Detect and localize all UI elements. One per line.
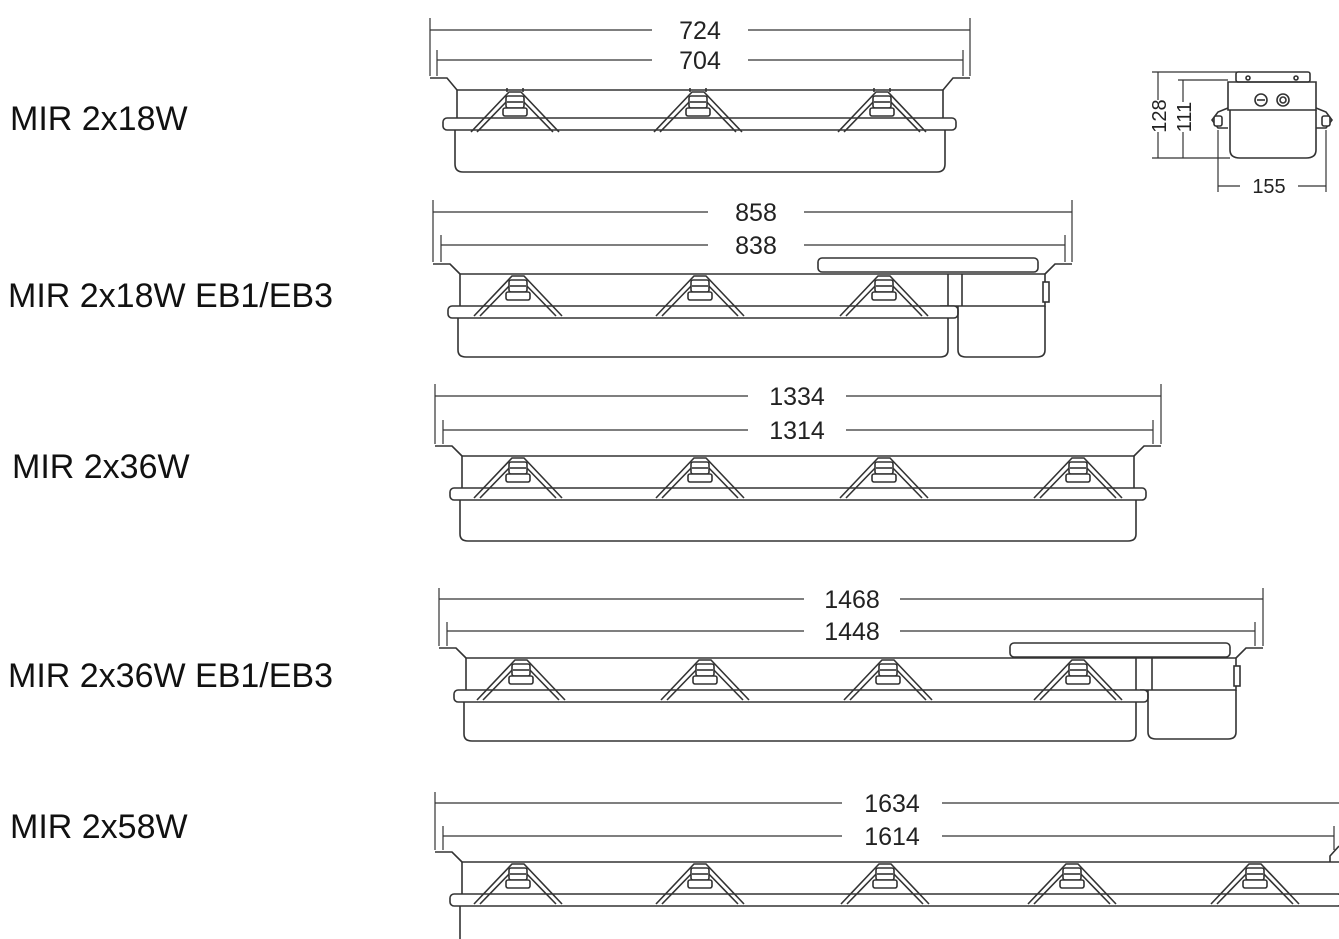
clamp: [843, 659, 933, 701]
inner-length: 1314: [769, 417, 825, 445]
clamp: [473, 863, 563, 905]
fixture-body: [439, 642, 1263, 742]
clamp: [660, 659, 750, 701]
dimension-overall: 1334: [434, 383, 1162, 444]
dimension-inner: 704: [436, 47, 964, 76]
clamp: [1033, 659, 1123, 701]
inner-length: 1614: [864, 823, 920, 851]
overall-length: 1334: [769, 383, 825, 411]
model-label-mir-2x18w-eb: MIR 2x18W EB1/EB3: [8, 277, 333, 315]
fixture-drawing-mir-2x18w: 724 704: [429, 17, 971, 173]
inner-length: 704: [679, 47, 721, 75]
inner-length: 1448: [824, 618, 880, 646]
clamp: [473, 457, 563, 499]
dimension-overall: 858: [432, 199, 1073, 262]
end-view-height-body: 111: [1174, 102, 1196, 132]
end-view-width: 155: [1252, 176, 1285, 198]
clamp: [1033, 457, 1123, 499]
clamp: [655, 457, 745, 499]
overall-length: 858: [735, 199, 777, 227]
fixture-body: [435, 845, 1339, 939]
fixture-body: [435, 445, 1161, 542]
clamp: [473, 275, 563, 317]
fixture-drawing-mir-2x36w: 1334 1314: [434, 383, 1162, 542]
overall-length: 724: [679, 17, 721, 45]
inner-length: 838: [735, 232, 777, 260]
clamp: [476, 659, 566, 701]
dimension-inner: 1614: [442, 823, 1335, 851]
fixture-drawing-mir-2x18w-eb: 858 838: [432, 199, 1073, 358]
fixture-body: [430, 77, 970, 173]
model-label-mir-2x58w: MIR 2x58W: [10, 808, 188, 846]
end-view-drawing: 128 111 155: [1145, 71, 1333, 198]
fixture-drawing-mir-2x36w-eb: 1468 1448: [438, 586, 1264, 742]
dimension-inner: 1314: [442, 417, 1154, 445]
clamp: [840, 863, 930, 905]
model-label-mir-2x36w-eb: MIR 2x36W EB1/EB3: [8, 657, 333, 695]
fixture-drawing-mir-2x58w: 1634 1614: [434, 790, 1339, 939]
clamp: [655, 275, 745, 317]
dimension-overall: 1634: [434, 790, 1339, 850]
dimension-inner: 1448: [446, 618, 1256, 646]
clamp: [655, 863, 745, 905]
dimension-overall: 724: [429, 17, 971, 76]
clamp: [1027, 863, 1117, 905]
clamp: [653, 88, 743, 133]
overall-length: 1468: [824, 586, 880, 614]
dimension-overall: 1468: [438, 586, 1264, 646]
clamp: [837, 88, 927, 133]
clamp: [839, 457, 929, 499]
model-label-mir-2x36w: MIR 2x36W: [12, 448, 190, 486]
fixture-body: [433, 257, 1072, 358]
overall-length: 1634: [864, 790, 920, 818]
dimension-inner: 838: [440, 232, 1066, 262]
end-view-height-overall: 128: [1149, 99, 1171, 132]
clamp: [839, 275, 929, 317]
clamp: [1210, 863, 1300, 905]
model-label-mir-2x18w: MIR 2x18W: [10, 100, 188, 138]
clamp: [470, 88, 560, 133]
